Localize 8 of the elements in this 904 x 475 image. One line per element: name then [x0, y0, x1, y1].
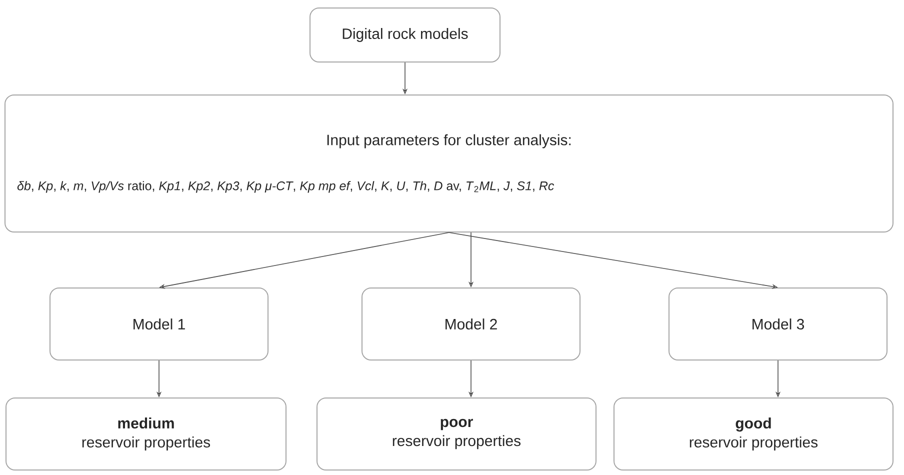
model-box: Model 3: [668, 288, 888, 360]
model-box: Model 2: [362, 288, 580, 360]
input-box: Input parameters for cluster analysis: δb, Kp, k, m, Vp/Vs ratio, Kp1, Kp2, Kp3, Kp μ-CT, Kp mp ef, Vcl, K, U, Th, D av, T$_{2}$ML, J, S1, Rc: [4, 94, 894, 232]
result-box: medium reservoir properties: [6, 398, 286, 470]
result-box: poor reservoir properties: [316, 398, 596, 470]
model-box: Model 1: [50, 288, 268, 360]
result-box: good reservoir properties: [614, 398, 894, 470]
process-box: Digital rock models: [310, 8, 500, 62]
